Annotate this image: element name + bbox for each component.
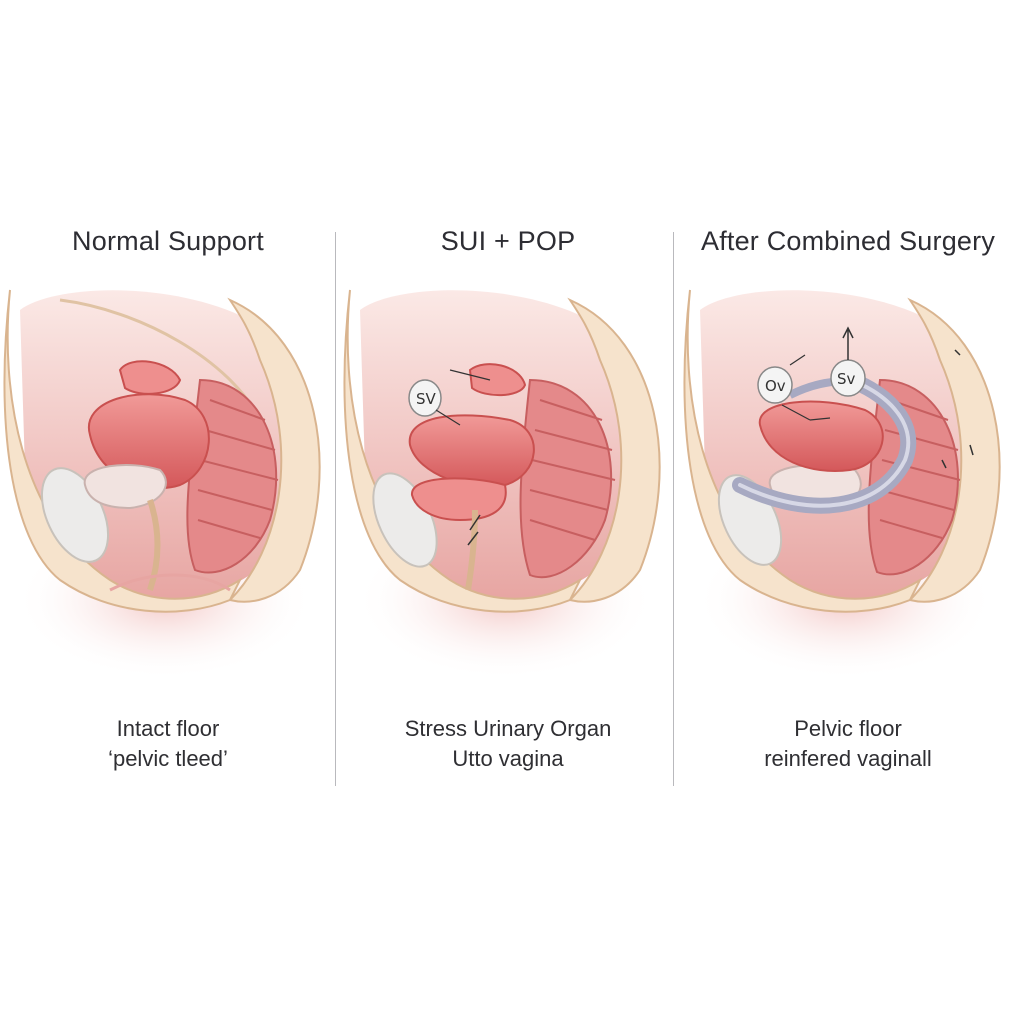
caption-line-2: Utto vagina [452,746,564,771]
pelvis-illustration-repaired: Ov Sv [683,289,1001,680]
vaginal-canal [147,499,161,591]
caption-line-1: Pelvic floor [794,716,902,741]
caption-line-2: ‘pelvic tleed’ [108,746,228,771]
pelvis-illustration-normal [3,289,321,680]
anchor-label-right: Sv [837,370,856,388]
tag-label: SV [416,390,437,408]
outer-tissue-fold [343,289,583,613]
bladder-descended [410,477,507,522]
panel-after-surgery: After Combined Surgery [680,0,1016,1024]
vaginal-canal [465,509,478,591]
upper-organ [118,360,182,395]
anchor-marker-left [757,366,793,404]
caption-line-2: reinfered vaginall [764,746,932,771]
pelvis-illustration-prolapse: SV [343,289,661,680]
sacrum-fold [227,297,321,603]
bladder [83,464,167,510]
panel-sui-pop: SUI + POP SV [340,0,676,1024]
panel-normal-support: Normal Support Intact [0,0,336,1024]
divider [335,232,336,786]
caption-line-1: Stress Urinary Organ [404,716,612,741]
anchor-label-left: Ov [765,377,786,395]
uterus [758,400,884,472]
rectum [186,378,278,574]
caption-line-1: Intact floor [116,716,220,741]
sacrum-fold [567,297,661,603]
divider [673,232,674,786]
tag-marker [408,379,442,417]
panel-title: After Combined Surgery [700,226,996,256]
upper-organ [468,363,527,397]
panel-title: SUI + POP [440,226,576,256]
outer-tissue-fold [683,289,923,613]
outer-tissue-fold [3,289,243,613]
panel-title: Normal Support [72,226,264,256]
sacrum-fold [907,297,1001,603]
